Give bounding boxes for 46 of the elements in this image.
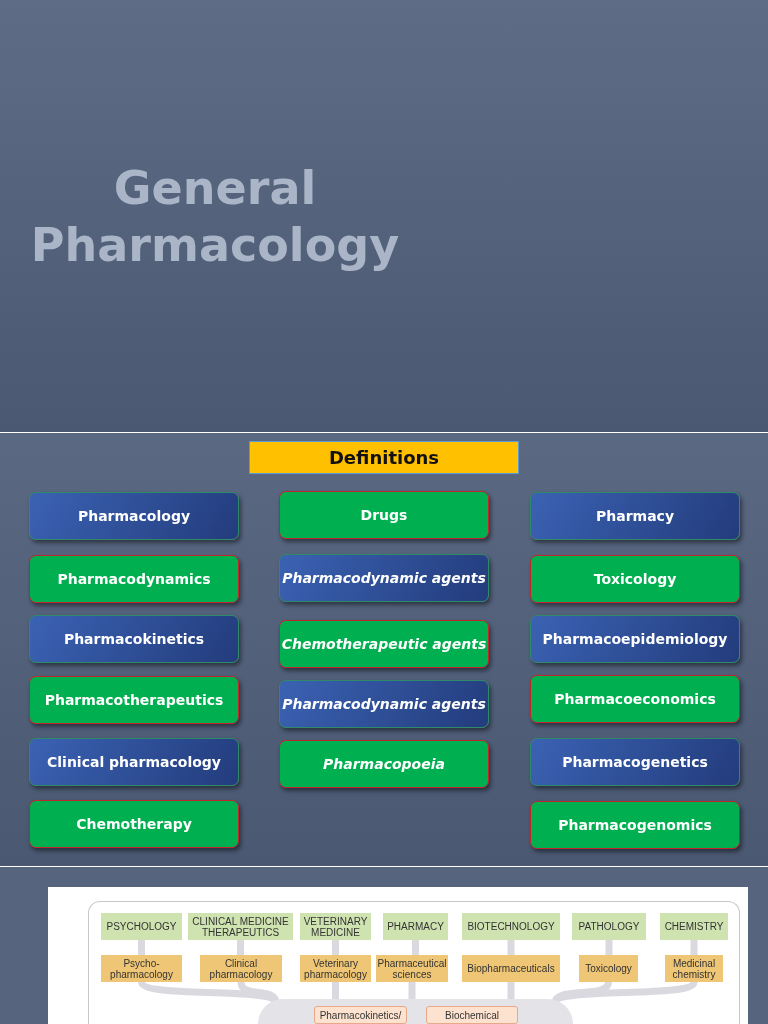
discipline-box: PHARMACY (383, 913, 448, 940)
subject-box: Veterinary pharmacology (300, 955, 371, 982)
definition-box: Chemotherapeutic agents (279, 620, 489, 668)
definition-box: Pharmacoeconomics (530, 675, 740, 723)
discipline-box: CLINICAL MEDICINE THERAPEUTICS (188, 913, 293, 940)
topic-box: Biochemical (426, 1006, 518, 1024)
discipline-box: BIOTECHNOLOGY (462, 913, 560, 940)
definition-box: Pharmacy (530, 492, 740, 540)
discipline-box: VETERINARY MEDICINE (300, 913, 371, 940)
subject-box: Biopharmaceuticals (462, 955, 560, 982)
definition-box: Pharmacotherapeutics (29, 676, 239, 724)
definition-box: Toxicology (530, 555, 740, 603)
subject-box: Toxicology (579, 955, 638, 982)
discipline-box: PATHOLOGY (572, 913, 646, 940)
branch-line (237, 940, 244, 955)
definition-box: Pharmacodynamic agents (279, 554, 489, 602)
subject-box: Medicinal chemistry (665, 955, 723, 982)
branch-line (412, 940, 419, 955)
definition-box: Pharmacodynamics (29, 555, 239, 603)
branch-line (605, 940, 613, 955)
definition-box: Pharmacoepidemiology (530, 615, 740, 663)
branch-line (408, 982, 416, 999)
definition-box: Clinical pharmacology (29, 738, 239, 786)
branch-line (690, 940, 698, 955)
definition-box: Drugs (279, 491, 489, 539)
subject-box: Pharmaceutical sciences (376, 955, 448, 982)
definition-box: Pharmacogenomics (530, 801, 740, 849)
topic-box: Pharmacokinetics/ (314, 1006, 407, 1024)
definition-box: Pharmacogenetics (530, 738, 740, 786)
branch-line (332, 940, 339, 955)
branch-line (507, 940, 515, 955)
subject-box: Psycho- pharmacology (101, 955, 182, 982)
heading-banner: Definitions (249, 441, 519, 474)
discipline-box: CHEMISTRY (660, 913, 728, 940)
definition-box: Chemotherapy (29, 800, 239, 848)
branch-line (138, 940, 145, 955)
definition-box: Pharmacology (29, 492, 239, 540)
definition-box: Pharmacopoeia (279, 740, 489, 788)
branch-line (332, 982, 339, 999)
core-area (258, 999, 573, 1024)
definition-box: Pharmacodynamic agents (279, 680, 489, 728)
subject-box: Clinical pharmacology (200, 955, 282, 982)
discipline-box: PSYCHOLOGY (101, 913, 182, 940)
definition-box: Pharmacokinetics (29, 615, 239, 663)
branch-line (507, 982, 515, 999)
slide-title: General Pharmacology (29, 160, 401, 274)
